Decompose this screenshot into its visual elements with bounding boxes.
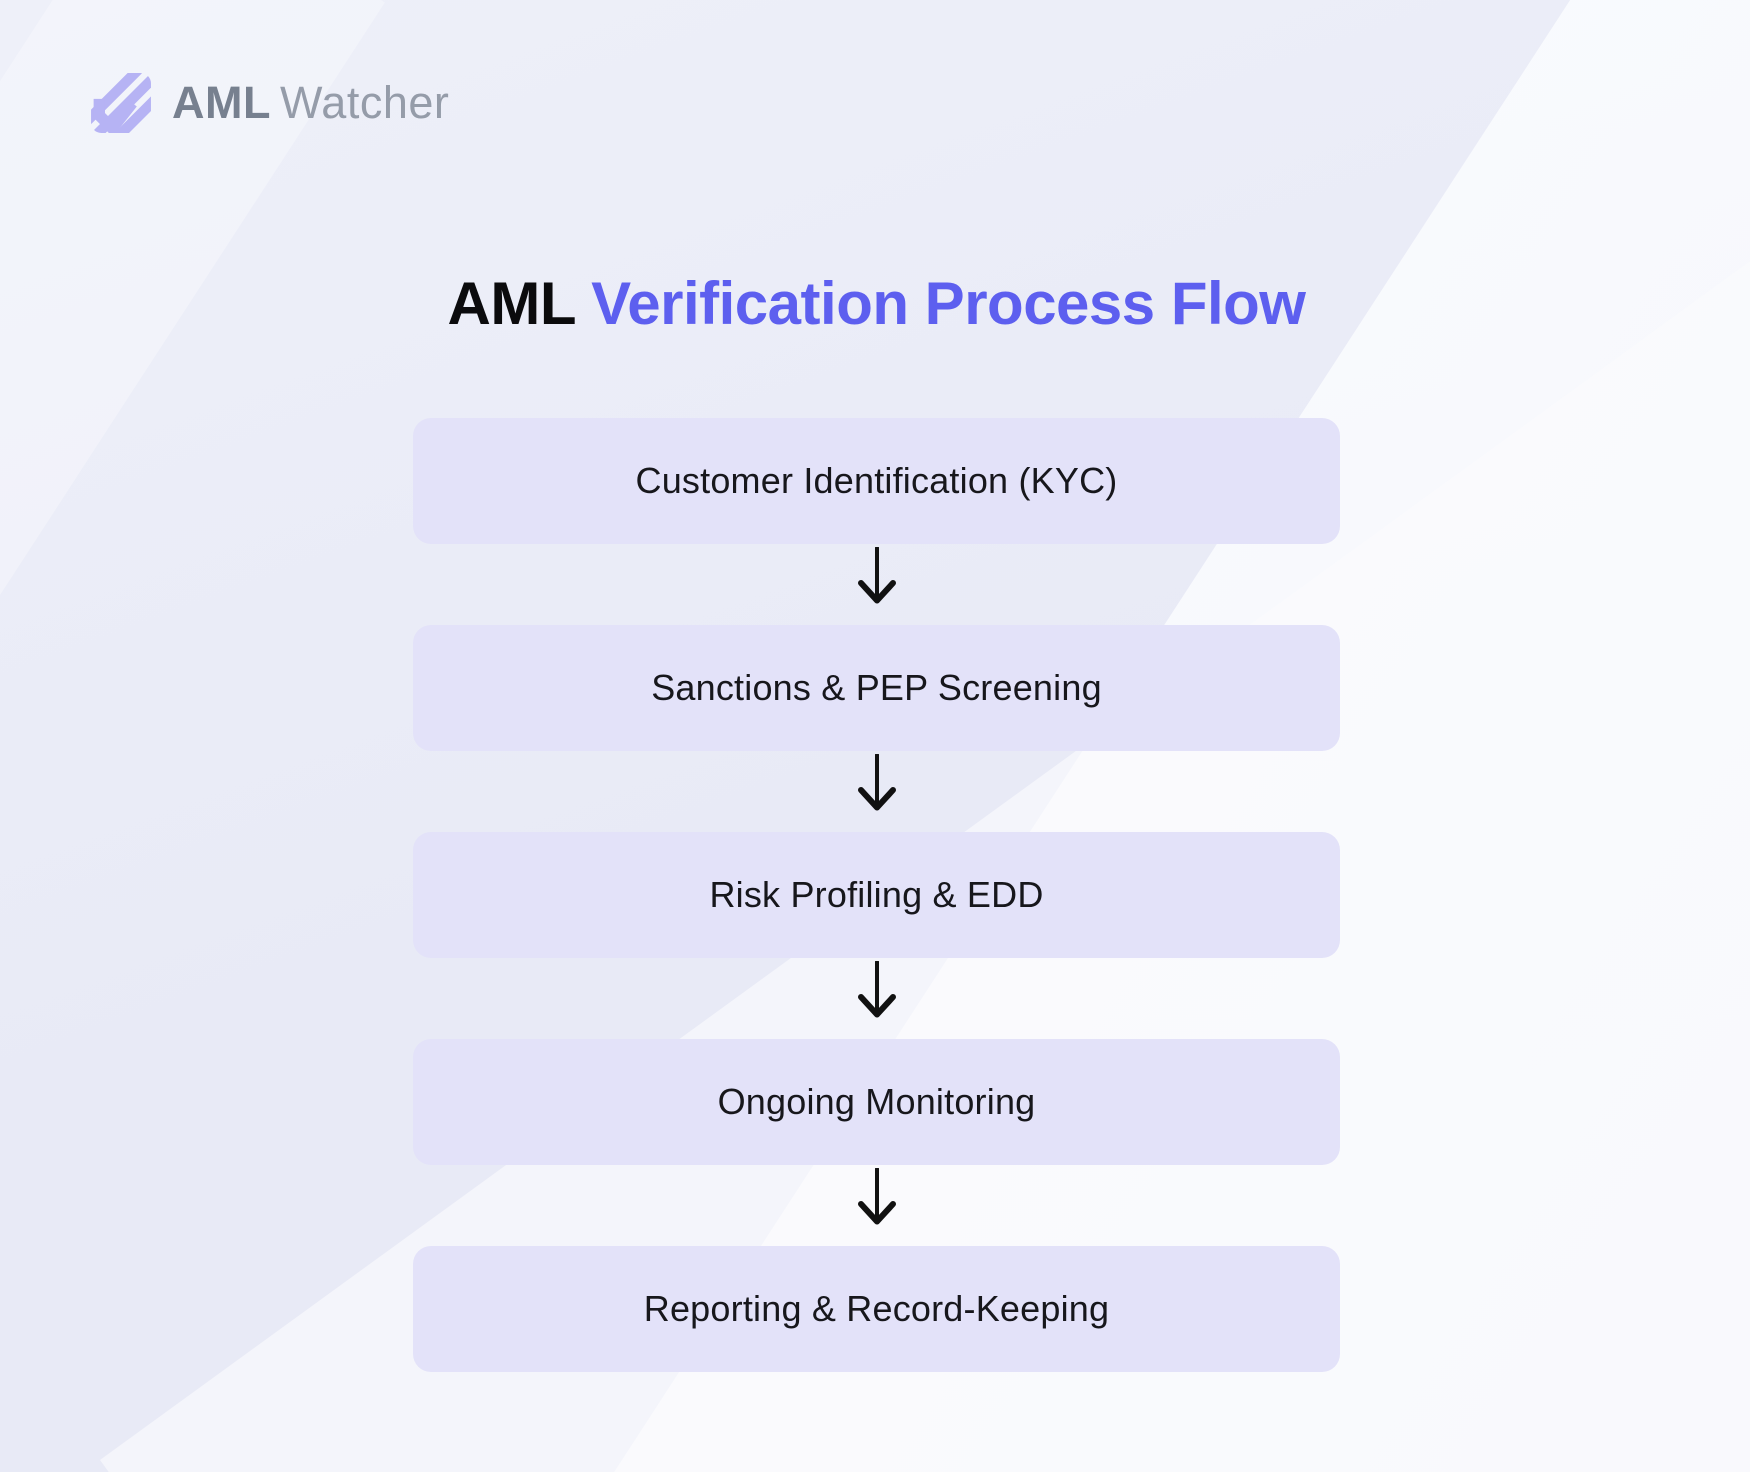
flow-connector [413, 544, 1340, 625]
title-highlight: Verification Process Flow [591, 270, 1306, 338]
logo-text-aml: AML [172, 77, 271, 128]
flow-connector [413, 1165, 1340, 1246]
down-arrow-icon [857, 1168, 896, 1225]
flow-step-label: Sanctions & PEP Screening [651, 667, 1102, 708]
flow-step: Customer Identification (KYC) [413, 418, 1340, 544]
flow-connector [413, 958, 1340, 1039]
aml-watcher-hatch-mark-icon [91, 73, 151, 133]
flow-step-label: Risk Profiling & EDD [709, 874, 1044, 915]
flow-step: Reporting & Record-Keeping [413, 1246, 1340, 1372]
flow-step-label: Customer Identification (KYC) [635, 460, 1118, 501]
background-diagonal-band [0, 0, 385, 1472]
process-flow: Customer Identification (KYC) Sanctions … [413, 418, 1340, 1372]
flow-step-label: Ongoing Monitoring [717, 1081, 1036, 1122]
page-title: AML Verification Process Flow [413, 268, 1340, 340]
down-arrow-icon [857, 547, 896, 604]
title-prefix: AML [447, 270, 592, 338]
flow-step: Ongoing Monitoring [413, 1039, 1340, 1165]
flow-step-label: Reporting & Record-Keeping [643, 1288, 1110, 1329]
down-arrow-icon [857, 961, 896, 1018]
logo-text-watcher: Watcher [279, 77, 450, 128]
down-arrow-icon [857, 754, 896, 811]
flow-step: Risk Profiling & EDD [413, 832, 1340, 958]
flow-step: Sanctions & PEP Screening [413, 625, 1340, 751]
flow-connector [413, 751, 1340, 832]
